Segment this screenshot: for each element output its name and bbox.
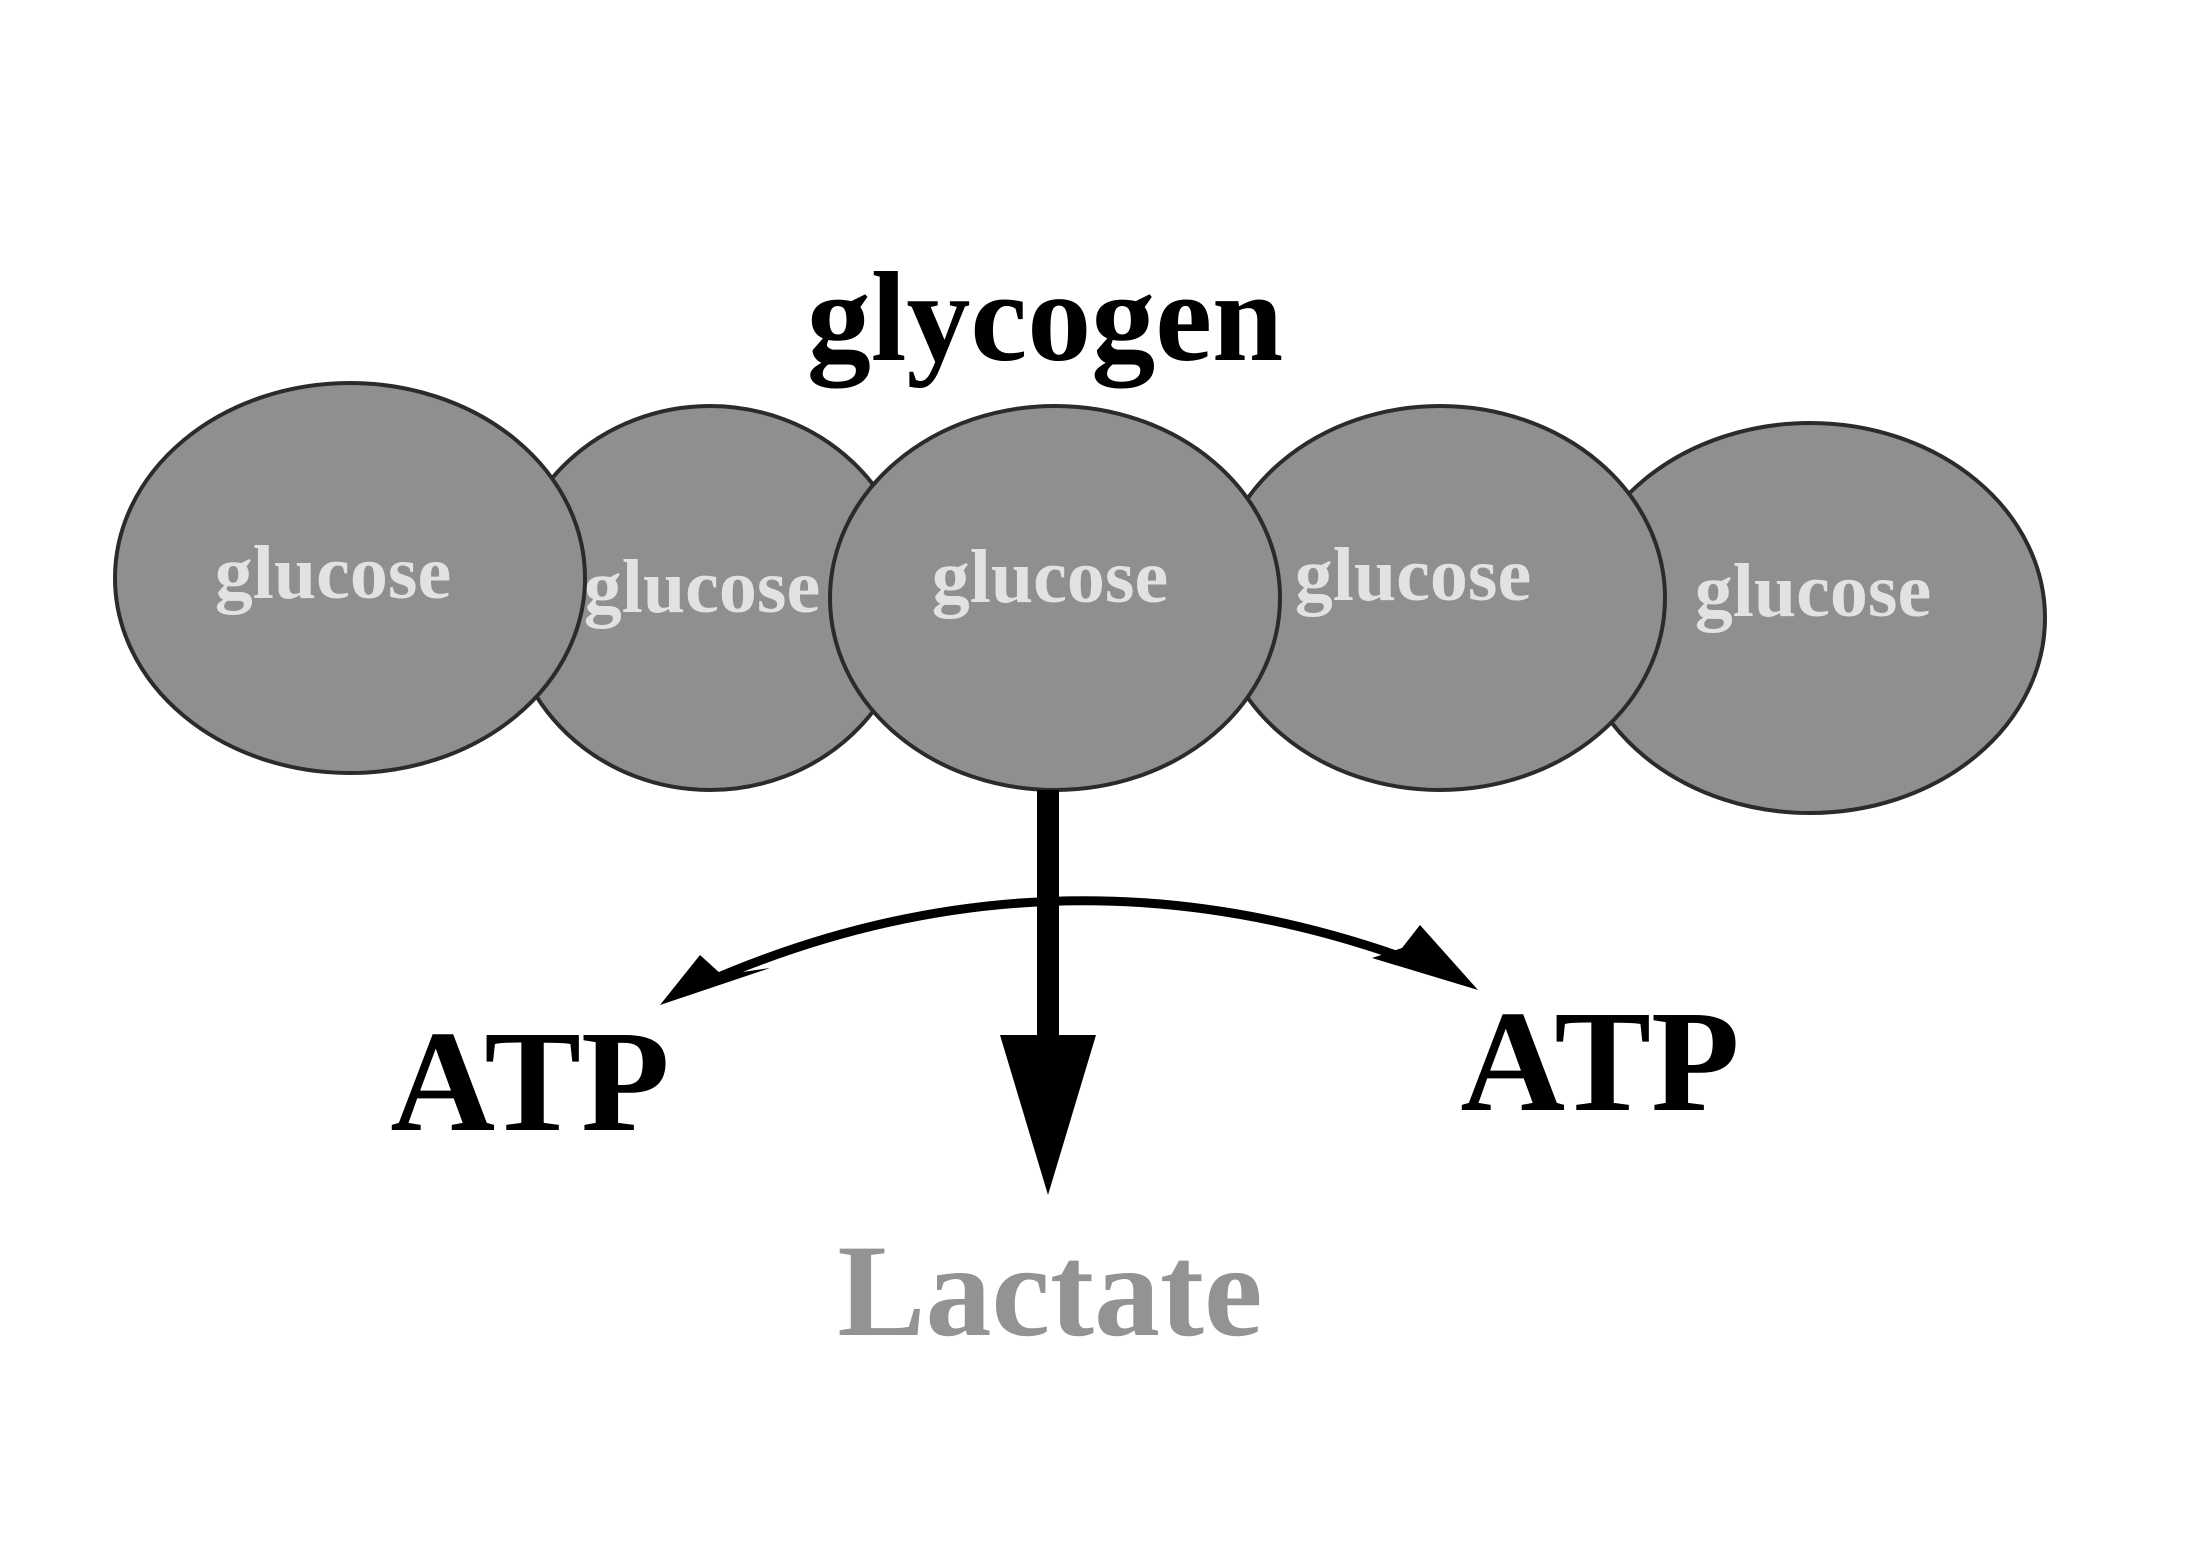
lactate-arrowhead <box>1000 1035 1096 1195</box>
glucose-label: glucose <box>584 545 820 629</box>
glucose-unit-1: glucose <box>113 381 587 775</box>
atp-label-left: ATP <box>390 1002 669 1162</box>
glucose-unit-5: glucose <box>1573 421 2047 815</box>
glucose-ellipse <box>113 381 587 775</box>
right-arrowhead <box>1372 925 1478 990</box>
left-arrowhead <box>660 955 770 1005</box>
lactate-label: Lactate <box>837 1217 1262 1364</box>
glucose-label: glucose <box>1295 533 1531 617</box>
reaction-arrows <box>660 790 1478 1195</box>
atp-label-right: ATP <box>1460 982 1739 1142</box>
glucose-unit-4: glucose <box>1213 404 1667 792</box>
glucose-label: glucose <box>1695 549 1931 633</box>
glucose-unit-2: glucose <box>506 404 914 792</box>
glucose-unit-3: glucose <box>828 404 1282 792</box>
glycogen-title: glycogen <box>807 246 1283 388</box>
glucose-label: glucose <box>932 535 1168 619</box>
glucose-label: glucose <box>215 531 451 615</box>
glucose-chain: glucose glucose glucose glucose glucose <box>113 381 2047 815</box>
